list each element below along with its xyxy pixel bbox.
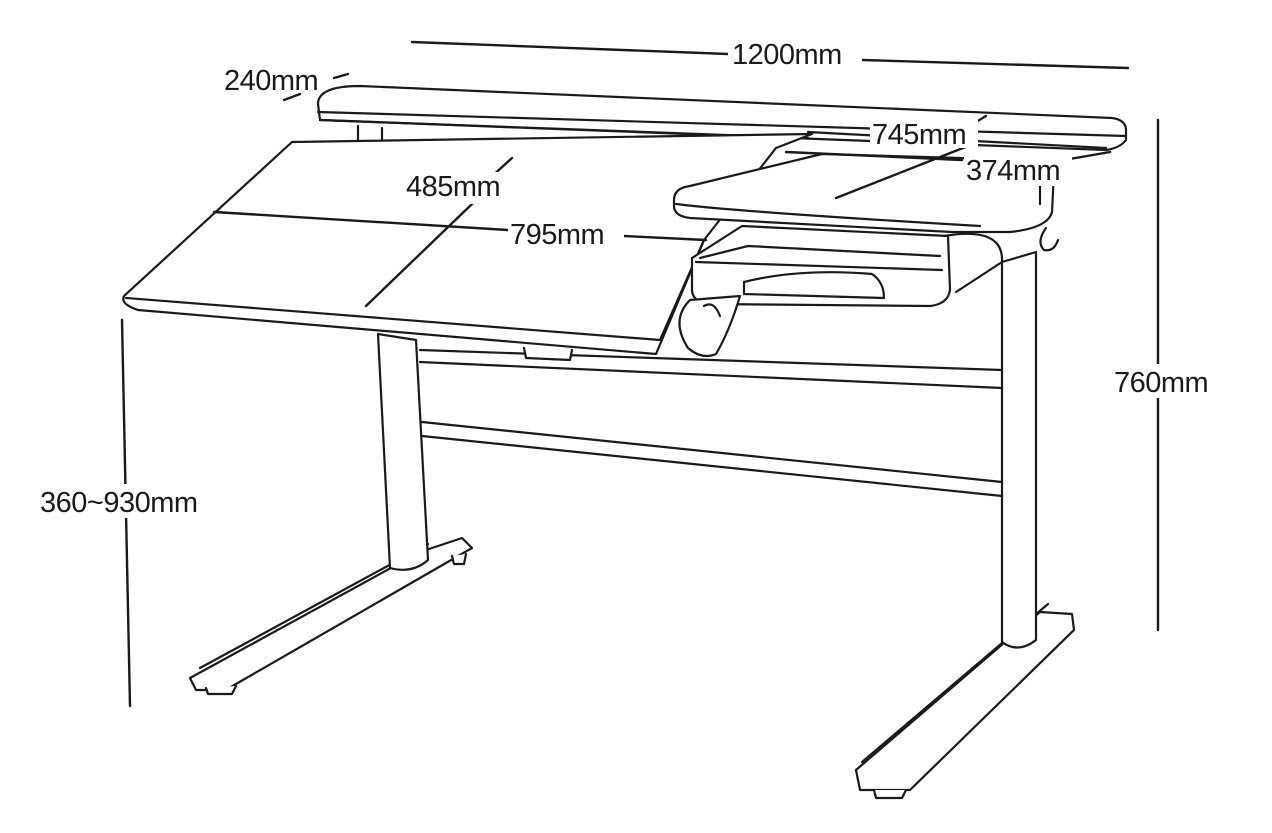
label-main-depth: 485mm: [406, 171, 500, 203]
right-foot: [854, 602, 1076, 800]
left-foot: [188, 536, 474, 696]
dimension-labels: 1200mm 240mm 745mm 374mm 485mm 795mm 760…: [38, 38, 1220, 519]
label-adjustable-height: 360~930mm: [40, 487, 198, 519]
label-main-width: 795mm: [510, 219, 604, 251]
headphone-holder: [678, 294, 742, 358]
side-panel: [672, 152, 1056, 234]
label-shelf-depth: 240mm: [224, 65, 318, 97]
drawer-tray: [690, 224, 1004, 308]
label-side-depth: 374mm: [966, 155, 1060, 187]
left-leg: [376, 332, 430, 571]
label-overall-height: 760mm: [1114, 367, 1208, 399]
side-hook: [1039, 226, 1060, 252]
crossbars: [418, 348, 1004, 498]
label-side-width: 745mm: [872, 119, 966, 151]
label-total-width: 1200mm: [732, 39, 842, 71]
right-leg: [1000, 250, 1038, 649]
main-desktop: [122, 132, 814, 362]
